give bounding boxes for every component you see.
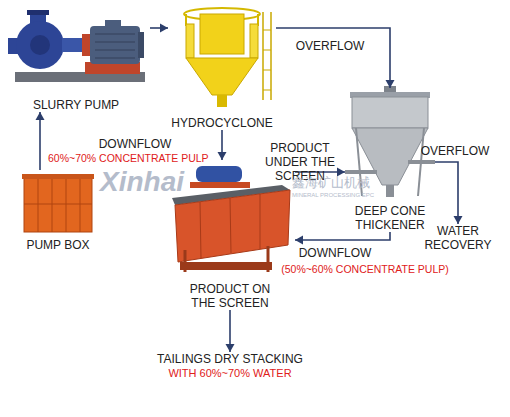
pump-box-drawing-part — [24, 176, 92, 232]
node-caption: WITH 60%~70% WATER — [168, 366, 291, 380]
pump-box-drawing-part — [38, 179, 39, 232]
tailings-stacking: TAILINGS DRY STACKINGWITH 60%~70% WATER — [120, 352, 340, 388]
arrow-head — [454, 216, 463, 224]
flow-line — [276, 28, 390, 88]
slurry-pump-drawing-part — [95, 33, 135, 35]
watermark: Xinhai — [100, 166, 184, 198]
slurry-pump-drawing-part — [90, 26, 140, 64]
slurry-pump-drawing-part — [95, 49, 135, 51]
arrow-head — [160, 24, 168, 33]
dewatering-screen-drawing-part — [260, 194, 261, 249]
hydrocyclone-drawing-part — [262, 12, 264, 100]
hydrocyclone-drawing-part — [263, 70, 271, 71]
thickener: DEEP CONE THICKENER — [345, 88, 435, 232]
slurry-pump-drawing-part — [16, 21, 64, 69]
thickener-drawing-part — [345, 170, 377, 174]
arrow-head — [36, 112, 45, 120]
pump-box: PUMP BOX — [18, 170, 98, 252]
arrow-head — [386, 80, 395, 88]
hydrocyclone-drawing-part — [263, 50, 271, 51]
dewatering-screen-drawing-part — [230, 198, 231, 253]
hydrocyclone-drawing-part — [186, 24, 194, 58]
hydrocyclone-drawing — [184, 8, 271, 107]
flow-connector — [218, 130, 227, 160]
hydrocyclone-drawing-part — [250, 24, 258, 58]
node-caption: PRODUCT ON THE SCREEN — [183, 282, 278, 310]
pump-box-drawing-part — [80, 179, 81, 232]
slurry-pump-drawing-part — [95, 41, 135, 43]
node-caption: HYDROCYCLONE — [171, 116, 272, 130]
flow-connector — [295, 232, 390, 245]
flow-label: DOWNFLOW — [99, 137, 172, 151]
hydrocyclone-drawing-part — [217, 95, 227, 107]
node-caption: DEEP CONE THICKENER — [350, 204, 430, 232]
flow-label: OVERFLOW — [296, 39, 365, 53]
flow-label: OVERFLOW — [421, 144, 490, 158]
flow-connector — [276, 28, 395, 88]
pump-box-drawing-part — [52, 179, 53, 232]
pump-box-drawing-part — [66, 179, 67, 232]
water-recovery: WATER RECOVERY — [417, 224, 499, 258]
flow-connector — [36, 112, 45, 170]
dewatering-screen-drawing-part — [175, 190, 290, 262]
dewatering-screen-drawing-part — [184, 250, 187, 272]
hydrocyclone-drawing-part — [200, 14, 244, 54]
arrow-head — [226, 344, 235, 352]
thickener-drawing-part — [386, 185, 394, 197]
slurry-pump-drawing-part — [138, 32, 144, 58]
arrow-head — [218, 152, 227, 160]
hydrocyclone-drawing-part — [186, 58, 258, 95]
node-caption: TAILINGS DRY STACKING — [157, 352, 303, 366]
flow-label: DOWNFLOW — [299, 246, 372, 260]
dewatering-screen-drawing — [172, 166, 290, 272]
node-caption: WATER RECOVERY — [417, 224, 499, 252]
flow-connector — [150, 24, 168, 33]
dewatering-screen-drawing-part — [267, 246, 270, 272]
slurry-pump-drawing-part — [30, 35, 50, 55]
dewatering-screen-drawing-part — [190, 182, 250, 188]
dewatering-screen-drawing-part — [200, 202, 201, 258]
slurry-pump-drawing-part — [27, 10, 49, 15]
node-caption: PUMP BOX — [26, 238, 89, 252]
arrow-head — [295, 236, 303, 245]
slurry-pump-drawing-part — [62, 38, 84, 52]
flow-line — [295, 232, 390, 240]
hydrocyclone-drawing-part — [270, 12, 272, 100]
pump-box-drawing — [22, 174, 94, 232]
thickener-drawing-part — [352, 97, 428, 128]
concentration-note: (50%~60% CONCENTRATE PULP) — [281, 262, 449, 276]
slurry-pump-drawing-part — [82, 34, 90, 56]
slurry-pump-drawing-part — [95, 57, 135, 59]
pump-box-drawing-part — [24, 204, 92, 205]
hydrocyclone-drawing-part — [263, 90, 271, 91]
hydrocyclone: HYDROCYCLONE — [168, 2, 276, 130]
hydrocyclone-drawing-part — [263, 30, 271, 31]
dewatering-screen-drawing-part — [196, 166, 242, 182]
slurry-pump-drawing — [8, 10, 145, 82]
watermark: MINERAL PROCESSING EPC — [292, 192, 374, 199]
flow-line — [39, 112, 41, 170]
pump-box-drawing-part — [22, 174, 94, 179]
flow-connector — [226, 310, 235, 352]
dewatering-screen-drawing-part — [180, 262, 272, 270]
flow-connector — [435, 162, 463, 224]
thickener-drawing-part — [408, 160, 435, 164]
watermark: 鑫海矿山机械 — [292, 176, 370, 190]
slurry-pump: SLURRY PUMP — [2, 8, 150, 112]
slurry-pump-drawing-part — [105, 20, 121, 28]
concentration-note: 60%~70% CONCENTRATE PULP — [48, 151, 209, 165]
node-caption: SLURRY PUMP — [33, 98, 119, 112]
flow-line — [435, 162, 458, 224]
